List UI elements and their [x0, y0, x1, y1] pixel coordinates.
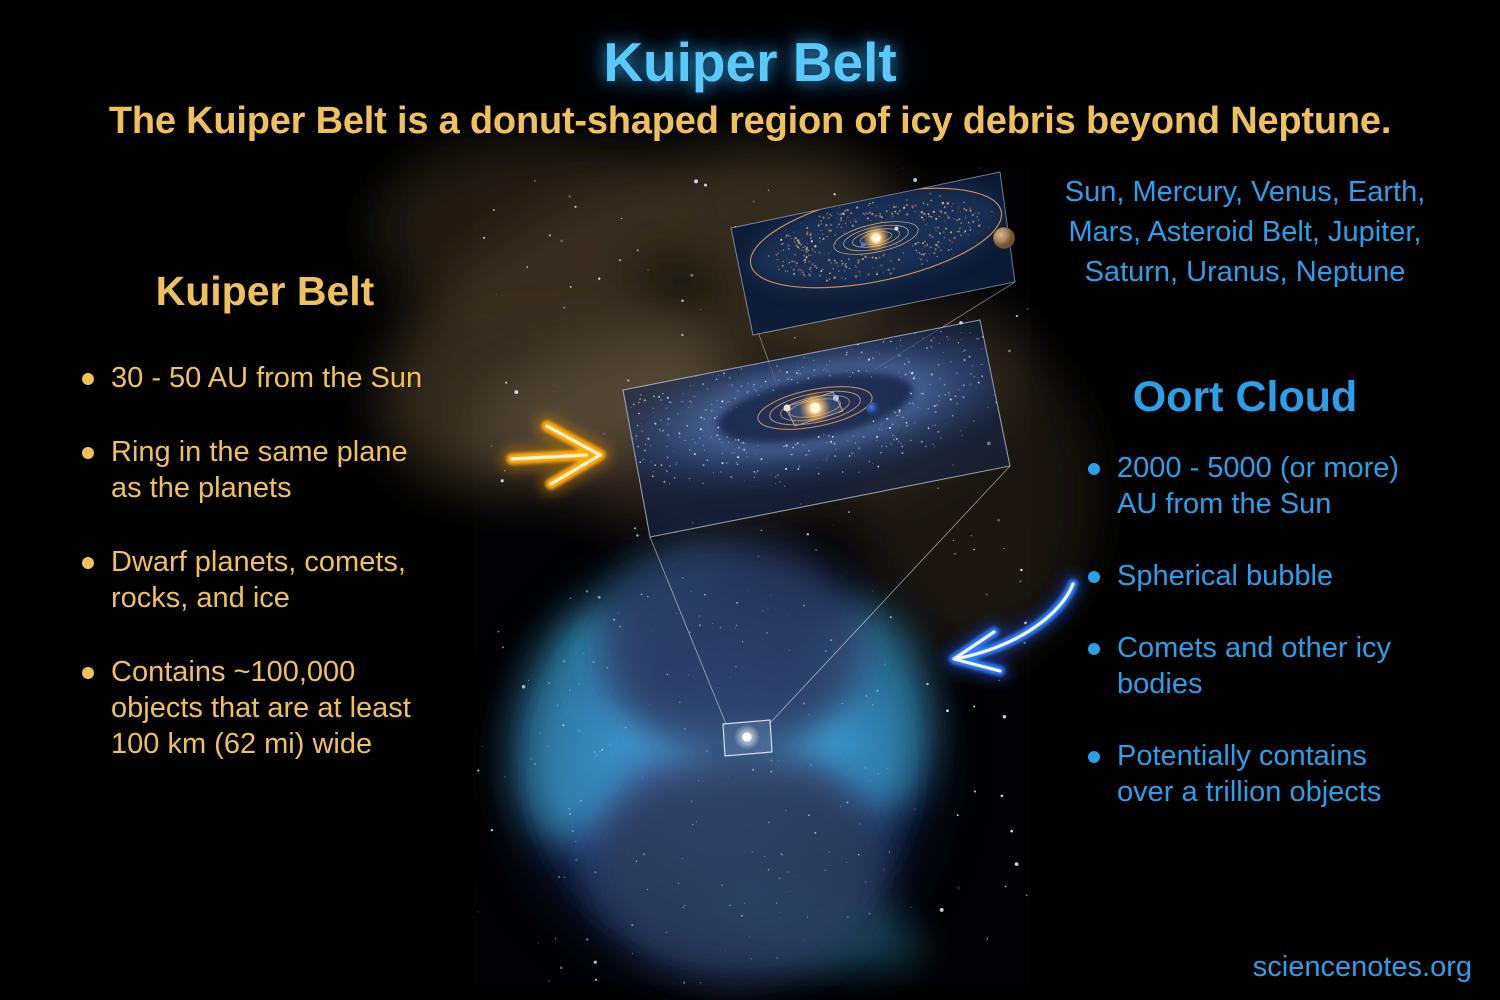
planet-dot [894, 226, 899, 231]
sun [871, 233, 881, 243]
solar-system-nested-illustration [373, 138, 1093, 1000]
list-item-text: Spherical bubble [1117, 560, 1334, 593]
sun [742, 732, 752, 742]
kuiper-belt-disk-panel [622, 281, 1016, 538]
list-item: 30 - 50 AU from the Sun [82, 361, 470, 397]
source-attribution: sciencenotes.org [1252, 951, 1472, 983]
list-item-text: Contains ~100,000 objects that are at le… [111, 655, 411, 760]
list-item: Spherical bubble [1088, 559, 1470, 595]
kuiper-belt-heading: Kuiper Belt [155, 268, 375, 314]
oort-cloud-list: 2000 - 5000 (or more) AU from the Sun Sp… [1020, 451, 1470, 811]
asteroid-belt-speckles [767, 192, 993, 282]
inner-solar-system-label: Sun, Mercury, Venus, Earth, Mars, Astero… [1064, 176, 1426, 289]
oort-cloud-sphere [491, 465, 1011, 1000]
bullet-icon [1088, 751, 1100, 764]
bullet-icon [82, 557, 94, 569]
projection-line [649, 536, 727, 725]
page-title: Kuiper Belt [603, 31, 897, 93]
page-subtitle: The Kuiper Belt is a donut-shaped region… [108, 100, 1392, 142]
kuiper-belt-arrow-icon [500, 414, 612, 496]
oort-cloud-facts-panel: Sun, Mercury, Venus, Earth, Mars, Astero… [1020, 172, 1470, 847]
jupiter [992, 226, 1016, 250]
inner-solar-system-panel [730, 171, 1016, 336]
earth [860, 242, 866, 248]
list-item: Comets and other icy bodies [1088, 631, 1470, 703]
bullet-icon [1088, 643, 1100, 656]
list-item-text: 30 - 50 AU from the Sun [111, 362, 423, 395]
list-item-text: 2000 - 5000 (or more) AU from the Sun [1117, 452, 1400, 521]
projection-line [769, 465, 1011, 724]
list-item: Potentially contains over a trillion obj… [1088, 739, 1470, 811]
list-item: Ring in the same plane as the planets [82, 435, 470, 507]
uranus [833, 395, 839, 401]
kuiper-belt-facts-panel: Kuiper Belt 30 - 50 AU from the Sun Ring… [60, 268, 470, 801]
neptune [866, 402, 880, 416]
saturn [783, 404, 791, 412]
list-item-text: Comets and other icy bodies [1117, 632, 1392, 701]
bullet-icon [82, 666, 94, 679]
oort-cloud-heading: Oort Cloud [1132, 373, 1358, 422]
sun [810, 403, 820, 413]
bullet-icon [82, 447, 94, 460]
bullet-icon [1088, 463, 1100, 476]
bullet-icon [1088, 571, 1100, 584]
bullet-icon [82, 373, 94, 386]
list-item-text: Potentially contains over a trillion obj… [1117, 740, 1382, 809]
list-item-text: Dwarf planets, comets, rocks, and ice [111, 546, 406, 614]
list-item: Contains ~100,000 objects that are at le… [82, 655, 470, 763]
oort-cloud-arrow-icon [943, 573, 1084, 682]
kuiper-belt-list: 30 - 50 AU from the Sun Ring in the same… [60, 361, 470, 763]
oort-cloud-speckles [530, 577, 891, 960]
list-item: 2000 - 5000 (or more) AU from the Sun [1088, 451, 1470, 523]
list-item: Dwarf planets, comets, rocks, and ice [82, 545, 470, 617]
list-item-text: Ring in the same plane as the planets [111, 436, 408, 505]
